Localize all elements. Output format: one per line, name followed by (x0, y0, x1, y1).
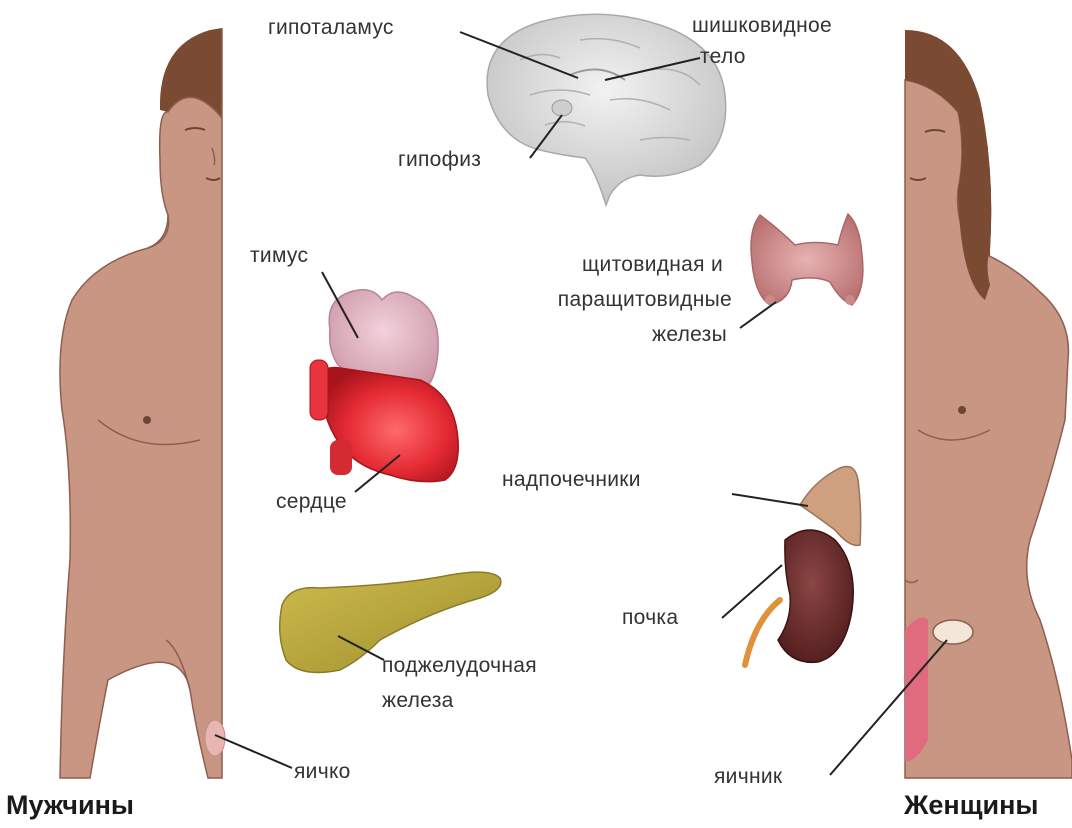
female-figure (905, 30, 1072, 778)
label-pancreas-line1: поджелудочная (382, 654, 537, 678)
label-kidney: почка (622, 606, 678, 630)
label-testis: яичко (294, 760, 351, 784)
male-body (60, 28, 222, 778)
label-pineal-line1: шишковидное (692, 14, 832, 38)
label-thyroid-line3: железы (652, 323, 727, 347)
label-thymus: тимус (250, 244, 308, 268)
brain-illustration (487, 14, 726, 205)
heart-illustration (310, 360, 458, 482)
label-pineal-line2: тело (700, 45, 746, 69)
thyroid-illustration (751, 214, 863, 305)
label-thyroid-line1: щитовидная и (582, 253, 723, 277)
label-adrenals: надпочечники (502, 468, 641, 492)
male-figure (60, 28, 225, 778)
label-hypothalamus: гипоталамус (268, 16, 394, 40)
kidney-illustration (745, 530, 853, 665)
label-ovary: яичник (714, 765, 782, 789)
ovary-shape (933, 620, 973, 644)
label-pituitary: гипофиз (398, 148, 481, 172)
label-female: Женщины (904, 790, 1038, 821)
label-male: Мужчины (6, 790, 134, 821)
label-pancreas-line2: железа (382, 689, 454, 713)
label-thyroid-line2: паращитовидные (558, 288, 732, 312)
label-heart: сердце (276, 490, 347, 514)
